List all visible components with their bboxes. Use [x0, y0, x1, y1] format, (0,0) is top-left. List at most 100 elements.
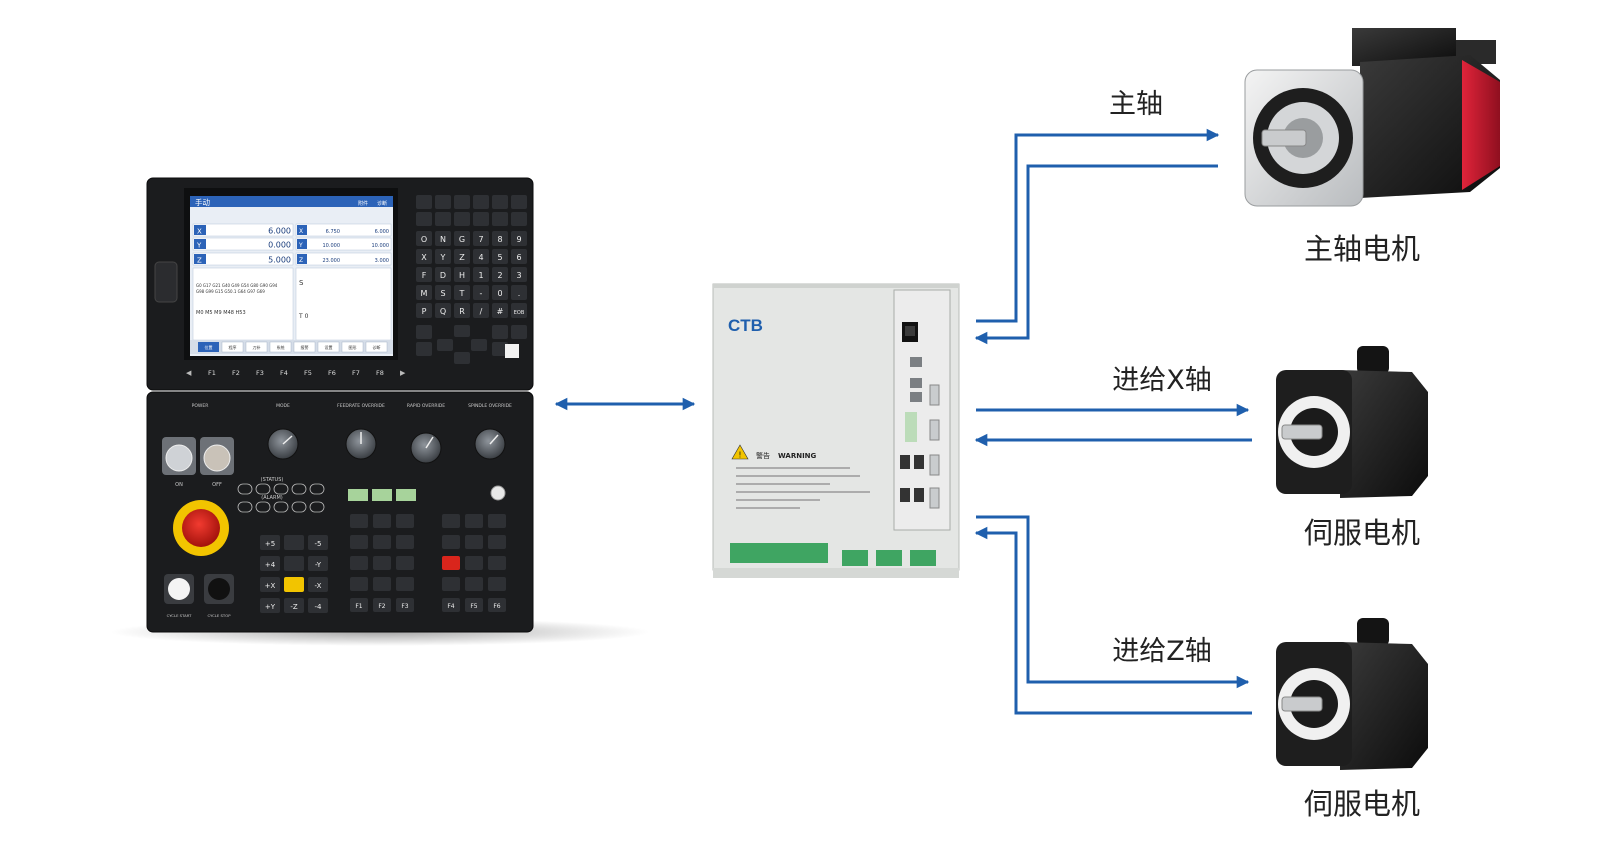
keypad-key[interactable]: 6: [511, 249, 527, 264]
jog-key[interactable]: -5: [308, 535, 328, 550]
keypad-key[interactable]: 8: [492, 231, 508, 246]
power-on-button[interactable]: [162, 437, 196, 475]
function-key[interactable]: [492, 212, 508, 226]
spindle-stop-key[interactable]: [442, 556, 460, 570]
screen-header-button[interactable]: 诊断: [377, 200, 387, 207]
encoder-port[interactable]: [900, 455, 910, 469]
function-key[interactable]: [416, 195, 432, 209]
usb-cover[interactable]: [154, 261, 178, 303]
machine-key[interactable]: [373, 514, 391, 528]
machine-key[interactable]: [442, 514, 460, 528]
machine-key[interactable]: [488, 535, 506, 549]
jog-key[interactable]: +X: [260, 577, 280, 592]
keypad-key[interactable]: D: [435, 267, 451, 282]
function-key[interactable]: [454, 212, 470, 226]
emergency-stop-button[interactable]: [173, 500, 229, 556]
keypad-key[interactable]: F: [416, 267, 432, 282]
machine-key[interactable]: [442, 577, 460, 591]
edit-key[interactable]: [511, 325, 527, 339]
keypad-key[interactable]: 5: [492, 249, 508, 264]
function-key[interactable]: [492, 195, 508, 209]
function-key[interactable]: [511, 195, 527, 209]
keypad-key[interactable]: 4: [473, 249, 489, 264]
function-key[interactable]: [511, 212, 527, 226]
keypad-key[interactable]: 3: [511, 267, 527, 282]
cursor-left-key[interactable]: [437, 339, 453, 351]
machine-key[interactable]: [373, 535, 391, 549]
soft-key[interactable]: F3: [256, 369, 264, 377]
keypad-key[interactable]: G: [454, 231, 470, 246]
cursor-up-key[interactable]: [454, 325, 470, 337]
machine-key[interactable]: [350, 535, 368, 549]
io-terminal[interactable]: [905, 412, 917, 442]
machine-key[interactable]: [373, 556, 391, 570]
screen-tab[interactable]: [293, 341, 316, 353]
keypad-key[interactable]: 7: [473, 231, 489, 246]
screen-tab[interactable]: [245, 341, 268, 353]
machine-key[interactable]: [488, 556, 506, 570]
keypad-key[interactable]: N: [435, 231, 451, 246]
machine-key[interactable]: [488, 577, 506, 591]
cursor-down-key[interactable]: [454, 352, 470, 364]
keypad-key[interactable]: M: [416, 285, 432, 300]
screen-tab[interactable]: [317, 341, 340, 353]
db-connector[interactable]: [929, 487, 940, 509]
machine-key[interactable]: [350, 577, 368, 591]
soft-key[interactable]: F8: [376, 369, 384, 377]
db-connector[interactable]: [929, 454, 940, 476]
edit-key[interactable]: [492, 342, 508, 356]
power-off-button[interactable]: [200, 437, 234, 475]
jog-key[interactable]: -Y: [308, 556, 328, 571]
right-arrow-key[interactable]: ▶: [400, 369, 406, 377]
soft-key[interactable]: F2: [232, 369, 240, 377]
program-protect-key[interactable]: [490, 485, 506, 501]
jog-key[interactable]: -Z: [284, 598, 304, 613]
terminal-block[interactable]: [842, 550, 868, 566]
keypad-key[interactable]: EOB: [511, 303, 527, 318]
keypad-key[interactable]: 2: [492, 267, 508, 282]
machine-key[interactable]: [350, 556, 368, 570]
edit-key[interactable]: [492, 325, 508, 339]
keypad-key[interactable]: 9: [511, 231, 527, 246]
keypad-key[interactable]: X: [416, 249, 432, 264]
ethernet-port[interactable]: [910, 357, 922, 367]
screen-tab[interactable]: [269, 341, 292, 353]
encoder-port[interactable]: [914, 488, 924, 502]
function-key[interactable]: [416, 212, 432, 226]
soft-key[interactable]: F1: [208, 369, 216, 377]
function-key[interactable]: [435, 195, 451, 209]
machine-key[interactable]: [396, 514, 414, 528]
machine-key[interactable]: [465, 535, 483, 549]
soft-key[interactable]: F5: [304, 369, 312, 377]
soft-key[interactable]: F7: [352, 369, 360, 377]
reset-key[interactable]: [505, 344, 519, 358]
cycle-start-button[interactable]: [164, 574, 194, 604]
keypad-key[interactable]: #: [492, 303, 508, 318]
cycle-stop-button[interactable]: [204, 574, 234, 604]
terminal-block[interactable]: [910, 550, 936, 566]
keypad-key[interactable]: O: [416, 231, 432, 246]
function-key[interactable]: [473, 195, 489, 209]
machine-key[interactable]: [373, 577, 391, 591]
function-key[interactable]: [454, 195, 470, 209]
screen-tab[interactable]: [221, 341, 244, 353]
db-connector[interactable]: [929, 384, 940, 406]
edit-key[interactable]: [416, 342, 432, 356]
jog-key[interactable]: [284, 535, 304, 550]
cursor-right-key[interactable]: [471, 339, 487, 351]
screen-tab[interactable]: [198, 342, 219, 352]
ethernet-port[interactable]: [910, 378, 922, 388]
panel-fkey[interactable]: F2: [373, 598, 391, 612]
keypad-key[interactable]: -: [473, 285, 489, 300]
ethernet-port[interactable]: [910, 392, 922, 402]
keypad-key[interactable]: S: [435, 285, 451, 300]
jog-key[interactable]: +Y: [260, 598, 280, 613]
soft-key[interactable]: F6: [328, 369, 336, 377]
function-key[interactable]: [435, 212, 451, 226]
keypad-key[interactable]: 1: [473, 267, 489, 282]
keypad-key[interactable]: H: [454, 267, 470, 282]
encoder-port[interactable]: [900, 488, 910, 502]
panel-fkey[interactable]: F3: [396, 598, 414, 612]
left-arrow-key[interactable]: ◀: [186, 369, 192, 377]
panel-fkey[interactable]: F6: [488, 598, 506, 612]
